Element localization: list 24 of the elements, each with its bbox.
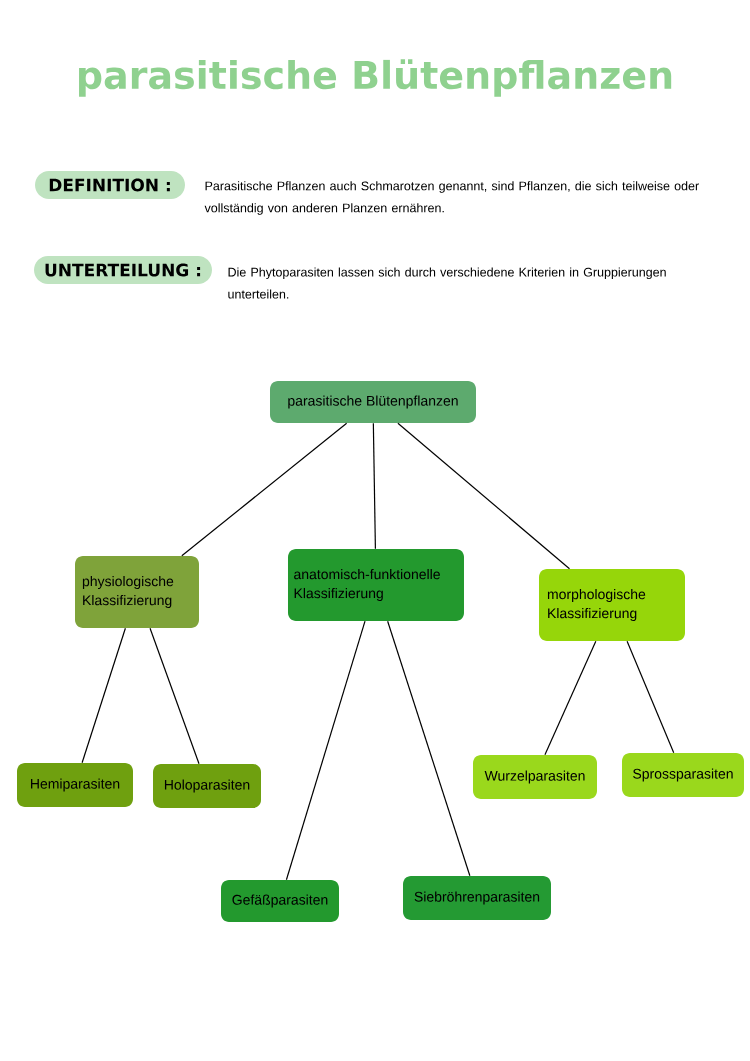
connector-line <box>626 640 675 754</box>
leaf-box: Siebröhrenparasiten <box>403 876 551 920</box>
connector-line <box>285 620 366 881</box>
connector-line <box>81 627 126 764</box>
heading-pill: DEFINITION : <box>35 171 185 199</box>
leaf-box: Gefäßparasiten <box>221 880 339 922</box>
connector-line <box>397 422 571 570</box>
category-box: morphologische Klassifizierung <box>539 569 685 641</box>
connector-line <box>149 627 200 765</box>
description-text: Parasitische Pflanzen auch Schmarotzen genannt, sind Pflanzen, die sich teilweise oder vollständig von anderen Planzen ernähren. <box>204 181 699 215</box>
heading-pill: UNTERTEILUNG : <box>34 256 212 284</box>
title: parasitische Blütenpflanzen <box>79 59 672 97</box>
leaf-box: Wurzelparasiten <box>473 755 597 799</box>
leaf-box: Holoparasiten <box>153 764 261 808</box>
root-box: parasitische Blütenpflanzen <box>270 381 476 423</box>
connector-line <box>544 640 597 756</box>
category-box: physiologische Klassifizierung <box>75 556 199 628</box>
leaf-box: Hemiparasiten <box>17 763 133 807</box>
leaf-box: Sprossparasiten <box>622 753 744 797</box>
connector-line <box>181 422 348 557</box>
category-box: anatomisch-funktionelle Klassifizierung <box>288 549 464 621</box>
connector-line <box>387 620 471 877</box>
connector-line <box>372 422 376 550</box>
description-text: Die Phytoparasiten lassen sich durch verschiedene Kriterien in Gruppierungen unterteilen. <box>228 267 666 299</box>
